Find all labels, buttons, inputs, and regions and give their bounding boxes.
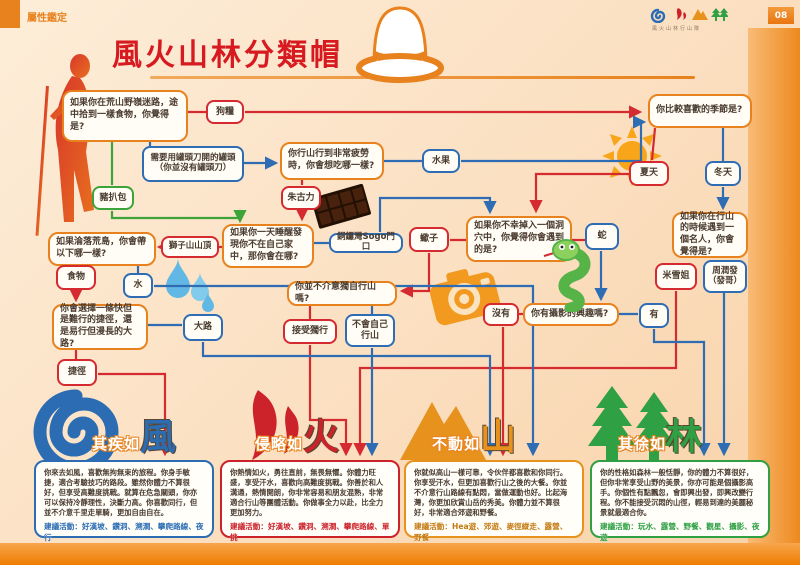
option-sogo: 銅鑼灣Sogo門口	[329, 232, 403, 253]
flame-icon	[252, 390, 299, 460]
result-activities: 建議活動：好漢坡、鑽洞、溯澗、攀爬路線、單挑	[230, 522, 390, 543]
snake-icon	[543, 239, 591, 312]
result-title-wind: 其疾如 風	[92, 417, 177, 458]
spiral-wind-icon	[33, 389, 119, 474]
question-path: 你會選擇一條快但是難行的捷徑，還是易行但漫長的大路?	[52, 304, 148, 350]
question-season: 你比較喜歡的季節是?	[648, 94, 752, 128]
result-box-wind: 你來去如風，喜歡無拘無束的旅程。你身手敏捷，適合考驗技巧的路段。雖然你體力不算很…	[34, 460, 214, 542]
result-activities: 建議活動：玩水、露營、野餐、觀星、攝影、夜遊	[600, 522, 760, 543]
spiral-wind-icon	[650, 8, 666, 24]
result-activities: 建議活動：好漢坡、鑽洞、溯澗、攀爬路線、夜行	[44, 522, 204, 543]
bottom-gradient-band	[0, 543, 800, 565]
option-photo-yes: 有	[639, 303, 669, 328]
option-food: 食物	[56, 265, 96, 290]
result-title-char: 林	[666, 417, 703, 458]
option-fruit: 水果	[422, 149, 460, 173]
result-title-prefix: 其疾如	[92, 435, 141, 454]
mountain-icon	[400, 402, 486, 460]
pine-trees-icon	[711, 8, 729, 21]
result-description: 你的性格如森林一般恬靜，你的體力不算很好，但你非常享受山野的美景，你亦可能是個攝…	[600, 468, 754, 518]
question-solo: 你並不介意獨自行山嗎?	[287, 281, 397, 306]
mountain-icon	[692, 9, 708, 20]
option-water: 水	[123, 273, 153, 298]
page-number: 08	[768, 7, 794, 24]
option-shortcut: 捷徑	[57, 359, 97, 386]
section-tag: 屬性鑑定	[27, 13, 67, 24]
option-snake: 蛇	[585, 223, 619, 250]
logo	[650, 7, 729, 27]
pine-trees-icon	[588, 386, 676, 464]
option-photo-no: 沒有	[483, 303, 519, 326]
result-title-prefix: 不動如	[432, 435, 481, 454]
option-winter: 冬天	[705, 161, 741, 186]
result-box-mountain: 你就似高山一樣可靠，令伙伴都喜歡和你同行。你享受汗水，但更加喜歡行山之後的大餐。…	[404, 460, 584, 542]
result-title-char: 山	[480, 417, 517, 458]
option-no-solo: 不會自己行山	[345, 314, 395, 347]
option-accept-solo: 接受獨行	[283, 319, 337, 344]
option-michelle: 米雪姐	[655, 263, 697, 290]
option-canned-food: 需要用罐頭刀開的罐頭（你並沒有罐頭刀）	[142, 146, 244, 182]
option-pork-bun: 豬扒包	[92, 186, 134, 210]
option-chocolate: 朱古力	[281, 186, 321, 210]
question-tired-eat: 你行山行到非常疲勞時，你會想吃哪一樣?	[280, 142, 384, 180]
option-scorpion: 蠍子	[409, 227, 449, 252]
result-box-forest: 你的性格如森林一般恬靜，你的體力不算很好，但你非常享受山野的美景，你亦可能是個攝…	[590, 460, 770, 542]
chocolate-bar-icon	[312, 183, 371, 229]
flame-icon	[676, 8, 687, 20]
result-description: 你熱情如火，勇往直前，無畏無懼。你體力旺盛，享受汗水，喜歡向高難度挑戰。你善於和…	[230, 468, 384, 518]
option-chow-yun-fat: 周潤發（發哥）	[703, 260, 747, 293]
page-title: 風火山林分類帽	[112, 38, 343, 73]
question-celebrity: 如果你在行山的時候遇到一個名人，你會覺得是?	[672, 212, 748, 258]
result-activities: 建議活動：Hea遊、郊遊、麥徑縱走、露營、野餐	[414, 522, 568, 543]
result-title-prefix: 侵略如	[255, 435, 304, 454]
result-box-fire: 你熱情如火，勇往直前，無畏無懼。你體力旺盛，享受汗水，喜歡向高難度挑戰。你善於和…	[220, 460, 400, 542]
result-title-char: 風	[140, 417, 177, 458]
right-gradient-band	[748, 28, 800, 543]
option-dog-food: 狗糧	[206, 100, 244, 124]
question-wake-up: 如果你一天睡醒發現你不在自己家中，那你會在哪?	[222, 224, 314, 268]
question-island: 如果淪落荒島，你會帶以下哪一樣?	[48, 232, 156, 266]
question-lost-food: 如果你在荒山野嶺迷路，途中拾到一樣食物，你覺得是?	[62, 90, 188, 142]
corner-block	[0, 0, 20, 28]
result-title-fire: 侵略如 火	[255, 417, 340, 458]
result-title-prefix: 其徐如	[618, 435, 667, 454]
result-title-mountain: 不動如 山	[432, 417, 517, 458]
top-hat-icon	[356, 6, 444, 83]
result-description: 你來去如風，喜歡無拘無束的旅程。你身手敏捷，適合考驗技巧的路段。雖然你體力不算很…	[44, 468, 198, 518]
option-summer: 夏天	[629, 161, 669, 186]
option-lion-rock: 獅子山山頂	[161, 236, 219, 258]
result-description: 你就似高山一樣可靠，令伙伴都喜歡和你同行。你享受汗水，但更加喜歡行山之後的大餐。…	[414, 468, 568, 518]
result-title-char: 火	[303, 417, 340, 458]
logo-text: 風火山林行山隊	[652, 26, 702, 32]
result-title-forest: 其徐如 林	[618, 417, 703, 458]
option-main-road: 大路	[183, 314, 223, 341]
